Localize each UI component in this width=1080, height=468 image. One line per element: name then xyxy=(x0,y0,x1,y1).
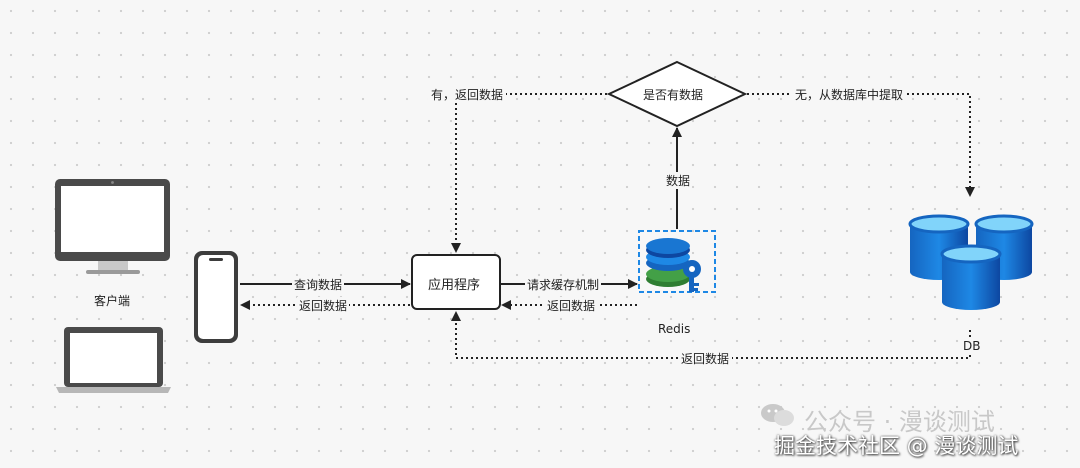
desktop-monitor-icon xyxy=(55,179,170,274)
edge-cache-label: 请求缓存机制 xyxy=(525,276,602,293)
edge-data-label: 数据 xyxy=(664,172,693,189)
edge-no-label: 无，从数据库中提取 xyxy=(792,86,907,103)
app-label: 应用程序 xyxy=(428,278,481,293)
wechat-icon xyxy=(760,402,796,428)
redis-icon xyxy=(638,230,716,293)
decision-label: 是否有数据 xyxy=(643,88,704,102)
database-icon xyxy=(908,214,1034,310)
edge-return-db-label: 返回数据 xyxy=(678,350,733,367)
decision-node xyxy=(606,60,748,128)
phone-icon xyxy=(194,251,238,343)
edge-yes-label: 有，返回数据 xyxy=(428,86,507,103)
app-node xyxy=(411,254,501,310)
db-label: DB xyxy=(962,339,982,353)
edge-return-redis-label: 返回数据 xyxy=(545,297,598,314)
client-label: 客户端 xyxy=(94,294,131,308)
watermark-account: 公众号 · 漫谈测试 xyxy=(804,408,995,436)
laptop-icon xyxy=(56,327,171,393)
edge-yes xyxy=(451,93,607,253)
watermark-site: 掘金技术社区 @ 漫谈测试 xyxy=(774,434,1019,458)
edge-query-label: 查询数据 xyxy=(292,276,345,293)
edge-no xyxy=(747,93,975,197)
edge-return-client-label: 返回数据 xyxy=(297,297,350,314)
redis-label: Redis xyxy=(658,322,691,336)
